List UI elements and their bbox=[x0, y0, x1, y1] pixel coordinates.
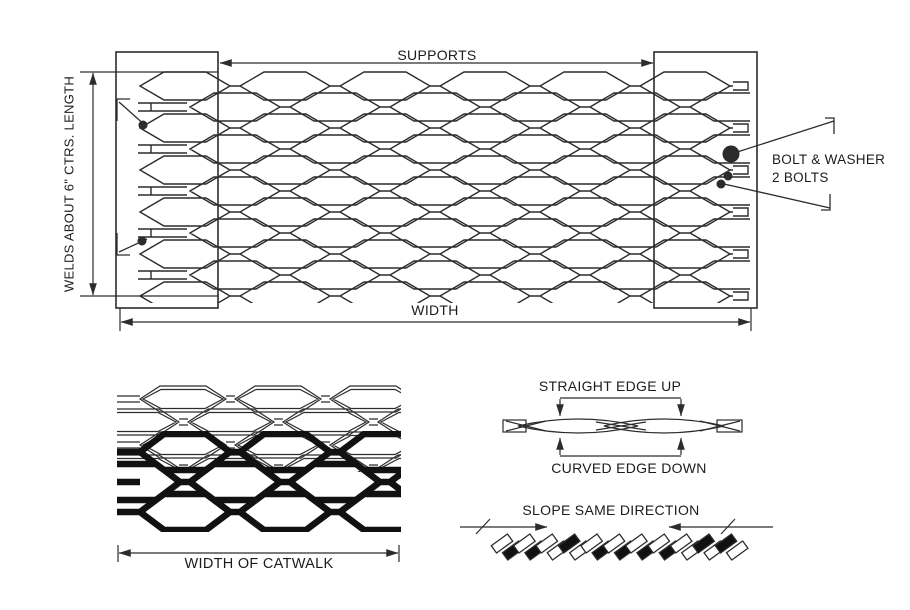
slope-arrow-left bbox=[460, 518, 548, 535]
width-dimension bbox=[119, 308, 752, 331]
catwalk-width-label: WIDTH OF CATWALK bbox=[184, 556, 334, 572]
catwalk-section bbox=[117, 385, 401, 562]
bolt-and-washer bbox=[722, 145, 740, 163]
expanded-metal-mesh bbox=[138, 71, 750, 303]
bold-mesh-sheet bbox=[117, 431, 401, 532]
supports-label: SUPPORTS bbox=[397, 47, 477, 63]
weld-mark-upper bbox=[116, 98, 148, 130]
bolt-leader-upper bbox=[730, 117, 835, 155]
bolt-washer-line1: BOLT & WASHER bbox=[772, 152, 886, 167]
slope-direction-detail bbox=[460, 518, 773, 561]
bolt-leader-lower bbox=[723, 183, 831, 211]
width-label: WIDTH bbox=[411, 302, 459, 318]
slope-arrow-right bbox=[668, 518, 773, 535]
left-support bbox=[115, 51, 219, 309]
edge-orientation-detail bbox=[502, 397, 743, 457]
weld-mark-lower bbox=[116, 233, 148, 256]
curved-edge-label: CURVED EDGE DOWN bbox=[551, 460, 707, 476]
straight-edge-arrows bbox=[556, 397, 685, 417]
length-dimension bbox=[80, 71, 218, 297]
bolt-washer-label: BOLT & WASHER 2 BOLTS bbox=[772, 151, 885, 187]
catwalk-width-dimension bbox=[117, 545, 400, 562]
bolt-dot-1 bbox=[723, 171, 733, 181]
right-support bbox=[653, 51, 758, 309]
plan-view bbox=[80, 51, 835, 331]
bolt-washer-line2: 2 BOLTS bbox=[772, 170, 829, 185]
curved-edge-arrows bbox=[556, 437, 685, 457]
straight-edge-label: STRAIGHT EDGE UP bbox=[538, 378, 682, 394]
edge-profile bbox=[502, 418, 743, 434]
slope-strand-chain bbox=[490, 533, 749, 561]
weld-dot bbox=[138, 120, 148, 130]
weld-dot bbox=[137, 236, 147, 246]
welds-length-label: WELDS ABOUT 6" CTRS. LENGTH bbox=[61, 75, 77, 293]
bolt-dot-2 bbox=[716, 179, 726, 189]
slope-label: SLOPE SAME DIRECTION bbox=[522, 502, 700, 518]
